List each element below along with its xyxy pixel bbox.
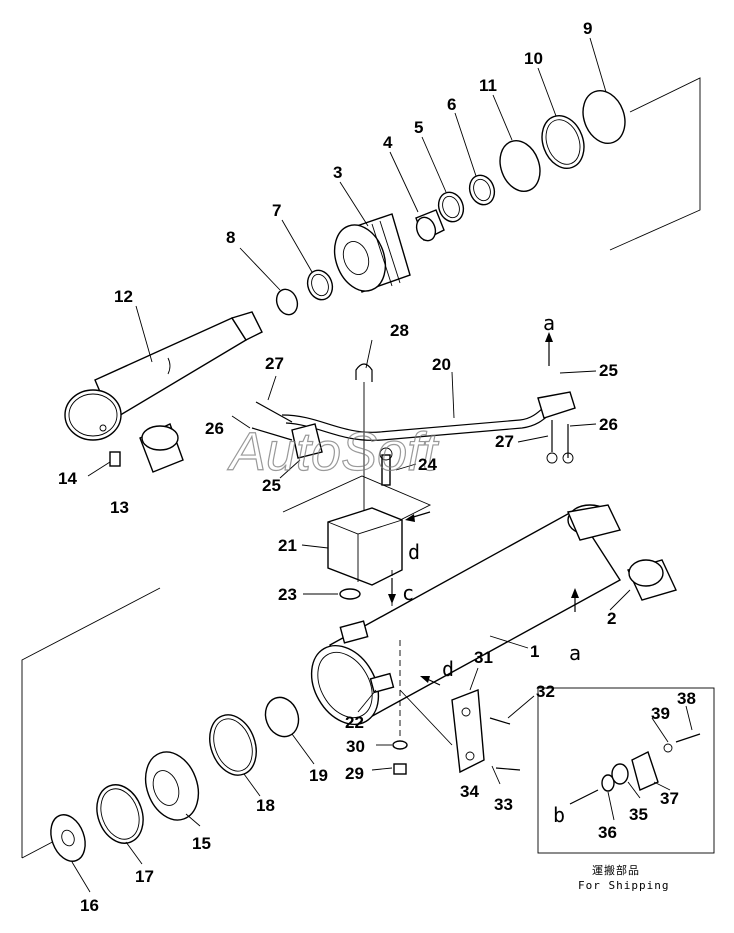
label-31: 31 (474, 648, 493, 667)
label-3: 3 (333, 163, 342, 182)
label-25-right: 25 (599, 361, 618, 380)
label-4: 4 (383, 133, 393, 152)
part-11-ring (499, 140, 541, 192)
part-19-nut (264, 696, 300, 738)
part-28-u-bolt (355, 363, 373, 520)
view-letter-d-bottom: d (442, 657, 454, 681)
label-30: 30 (346, 737, 365, 756)
label-23: 23 (278, 585, 297, 604)
label-6: 6 (447, 95, 456, 114)
label-39: 39 (651, 704, 670, 723)
shipping-note-en: For Shipping (578, 879, 669, 892)
view-letter-a-bottom: a (569, 641, 581, 665)
label-27-right: 27 (495, 432, 514, 451)
part-8-ring (275, 288, 299, 316)
part-17-ring (96, 784, 144, 844)
label-37: 37 (660, 789, 679, 808)
label-18: 18 (256, 796, 275, 815)
label-38: 38 (677, 689, 696, 708)
label-33: 33 (494, 795, 513, 814)
leader-lines (71, 37, 693, 893)
label-28: 28 (390, 321, 409, 340)
part-24-bolt (379, 447, 393, 486)
label-9: 9 (583, 19, 592, 38)
label-14: 14 (58, 469, 77, 488)
label-1: 1 (530, 642, 539, 661)
label-21: 21 (278, 536, 297, 555)
part-20-pipe (281, 391, 576, 459)
part-5-ring (437, 191, 465, 223)
bolts-26-27 (251, 401, 574, 464)
view-letter-a-top: a (543, 311, 555, 335)
view-arrows (388, 332, 579, 686)
lower-seal-group (50, 696, 408, 862)
label-15: 15 (192, 834, 211, 853)
view-letter-c: c (402, 581, 414, 605)
part-9-ring (582, 90, 626, 144)
part-6-ring (468, 174, 496, 206)
label-16: 16 (80, 896, 99, 915)
label-29: 29 (345, 764, 364, 783)
part-31-bracket (399, 689, 521, 774)
part-10-ring (541, 115, 585, 169)
part-2-bushing (627, 559, 677, 601)
part-13-bushing (139, 423, 184, 473)
label-34: 34 (460, 782, 479, 801)
label-22: 22 (345, 713, 364, 732)
part-1-cylinder-tube (310, 504, 622, 740)
part-21-valve-block (327, 507, 403, 620)
part-labels: 1 2 3 4 5 6 7 8 9 10 11 12 13 14 15 16 1… (58, 19, 696, 915)
label-25-left: 25 (262, 476, 281, 495)
part-23-o-ring (339, 588, 361, 600)
part-29-nut (393, 763, 407, 775)
part-14-grease-fitting (87, 451, 121, 477)
label-13: 13 (110, 498, 129, 517)
label-10: 10 (524, 49, 543, 68)
label-7: 7 (272, 201, 281, 220)
label-20: 20 (432, 355, 451, 374)
label-19: 19 (309, 766, 328, 785)
label-36: 36 (598, 823, 617, 842)
shipping-note-jp: 運搬部品 (592, 863, 640, 877)
label-11: 11 (479, 76, 497, 95)
shipping-parts (569, 733, 701, 805)
label-27-left: 27 (265, 354, 284, 373)
piston-seal-group (275, 90, 626, 316)
label-24: 24 (418, 455, 437, 474)
view-letter-b: b (553, 803, 565, 827)
label-35: 35 (629, 805, 648, 824)
part-30-washer (392, 740, 408, 750)
part-12-piston-rod (64, 311, 263, 441)
label-26-right: 26 (599, 415, 618, 434)
part-18-wear-ring (209, 714, 257, 776)
label-8: 8 (226, 228, 235, 247)
part-16-washer (50, 814, 86, 862)
view-letter-d-top: d (408, 540, 420, 564)
part-7-ring (306, 269, 334, 301)
label-32: 32 (536, 682, 555, 701)
label-2: 2 (607, 609, 616, 628)
watermark-logo: AutoSoft (227, 422, 439, 482)
label-12: 12 (114, 287, 133, 306)
label-5: 5 (414, 118, 423, 137)
label-26-left: 26 (205, 419, 224, 438)
part-15-piston (144, 751, 200, 821)
label-17: 17 (135, 867, 154, 886)
